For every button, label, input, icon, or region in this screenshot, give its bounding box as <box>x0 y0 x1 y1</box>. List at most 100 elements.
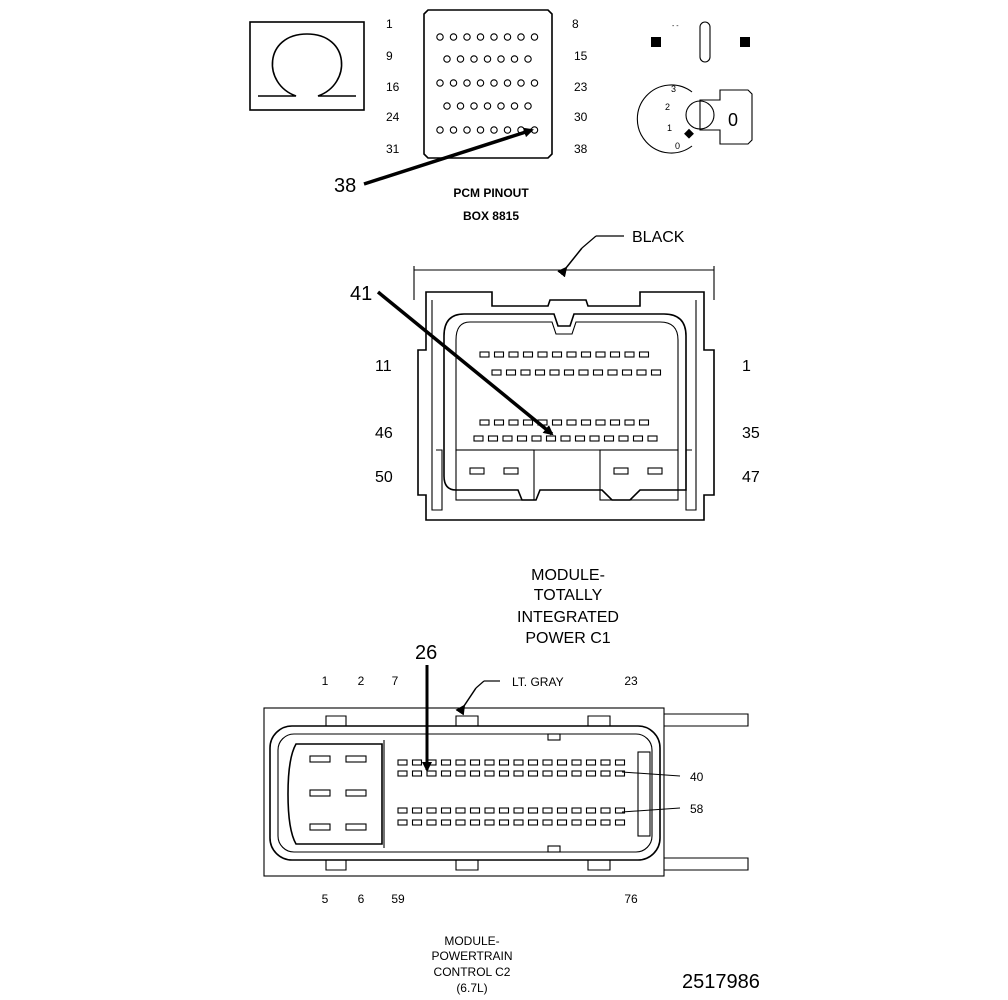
callout-41: 41 <box>350 283 372 305</box>
pcm-pinout-title: PCM PINOUT <box>453 186 529 200</box>
title-line: MODULE- <box>531 567 605 584</box>
pin-cavity <box>542 819 553 826</box>
pcm-pinout-connector <box>423 9 553 159</box>
pin-cavity <box>551 351 563 358</box>
pin-cavity <box>537 351 548 358</box>
pin-cavity <box>476 126 485 134</box>
pin-cavity <box>618 435 629 442</box>
callout-26: 26 <box>415 642 437 664</box>
pin-cavity <box>560 435 571 442</box>
pin-cavity <box>436 126 444 134</box>
pin-label: 47 <box>742 469 760 486</box>
pin-label: 24 <box>386 110 400 124</box>
pin-cavity <box>566 351 577 358</box>
pin-cavity <box>592 369 604 376</box>
pin-cavity <box>595 351 606 358</box>
pin-cavity <box>490 126 498 134</box>
leader-40 <box>621 771 681 777</box>
pin-label: 31 <box>386 142 400 156</box>
pin-cavity <box>638 351 650 358</box>
pcm-c2-connector <box>263 707 749 877</box>
pin-cavity <box>549 369 560 376</box>
pin-cavity <box>580 419 592 426</box>
pin-cavity <box>426 807 437 814</box>
title-line: POWERTRAIN <box>431 949 512 963</box>
pin-cavity <box>636 369 647 376</box>
omega-symbol-icon <box>249 21 365 111</box>
pin-cavity <box>522 419 534 426</box>
tipm-pin-labels-right: 1 35 47 <box>742 358 760 486</box>
pin-cavity <box>647 435 658 442</box>
pin-cavity <box>503 79 512 87</box>
pin-cavity <box>531 435 542 442</box>
pin-cavity <box>487 435 499 442</box>
pcm-pinout-row-labels-left: 1 9 16 24 31 <box>386 17 400 156</box>
pin-cavity <box>479 419 490 426</box>
pin-cavity <box>463 33 471 41</box>
pin-cavity <box>411 819 423 826</box>
pin-cavity <box>517 79 525 87</box>
pin-cavity <box>470 55 478 63</box>
pin-label-40: 40 <box>690 770 704 784</box>
pin-cavity <box>484 770 495 777</box>
pin-cavity <box>571 807 582 814</box>
pin-cavity <box>484 807 495 814</box>
lt-gray-color-arrow <box>455 687 477 716</box>
pin-cavity <box>493 351 505 358</box>
pin-label: 6 <box>358 892 365 906</box>
pin-cavity <box>530 126 539 134</box>
pin-cavity <box>624 419 635 426</box>
pin-cavity <box>556 770 568 777</box>
pin-cavity <box>426 770 437 777</box>
pin-cavity <box>513 807 524 814</box>
pin-cavity <box>455 770 466 777</box>
pin-label: 5 <box>322 892 329 906</box>
pin-label: 76 <box>624 892 638 906</box>
pin-cavity <box>542 770 553 777</box>
pin-cavity <box>614 770 626 777</box>
pin-cavity <box>545 435 557 442</box>
pin-label: 46 <box>375 425 393 442</box>
callout-arrow-38 <box>363 127 534 186</box>
pin-label: 59 <box>391 892 405 906</box>
pin-cavity <box>530 79 539 87</box>
pin-cavity <box>498 807 510 814</box>
pin-cavity <box>498 770 510 777</box>
pin-cavity <box>440 759 452 766</box>
pin-cavity <box>516 435 528 442</box>
pin-cavity <box>397 759 408 766</box>
pin-cavity <box>456 55 465 63</box>
pin-cavity <box>571 819 582 826</box>
pin-cavity <box>551 419 563 426</box>
pcm-pinout-subtitle: BOX 8815 <box>463 209 519 223</box>
pin-label: 7 <box>392 674 399 688</box>
pin-cavity <box>522 351 534 358</box>
title-line: TOTALLY <box>534 587 603 604</box>
pin-cavity <box>650 369 662 376</box>
pin-cavity <box>479 351 490 358</box>
pin-cavity <box>571 770 582 777</box>
pin-cavity <box>483 55 492 63</box>
pin-label: 2 <box>358 674 365 688</box>
ignition-position: 1 <box>667 123 672 133</box>
tipm-c1-title: MODULE- TOTALLY INTEGRATED POWER C1 <box>517 567 619 647</box>
pin-label: 38 <box>574 142 588 156</box>
pin-cavity <box>411 759 423 766</box>
pin-cavity <box>476 33 485 41</box>
svg-text:- -: - - <box>672 23 679 30</box>
pcm-c2-color-label: LT. GRAY <box>512 675 564 689</box>
pin-label: 16 <box>386 80 400 94</box>
pin-cavity <box>614 759 626 766</box>
pin-cavity <box>397 819 408 826</box>
pin-cavity <box>473 435 484 442</box>
pin-cavity <box>449 126 458 134</box>
pin-cavity <box>508 351 519 358</box>
pin-cavity <box>530 33 539 41</box>
pin-cavity <box>527 819 539 826</box>
title-line: MODULE- <box>444 934 499 948</box>
pin-cavity <box>556 759 568 766</box>
pin-cavity <box>609 419 621 426</box>
pin-cavity <box>426 819 437 826</box>
pin-cavity <box>456 102 465 110</box>
